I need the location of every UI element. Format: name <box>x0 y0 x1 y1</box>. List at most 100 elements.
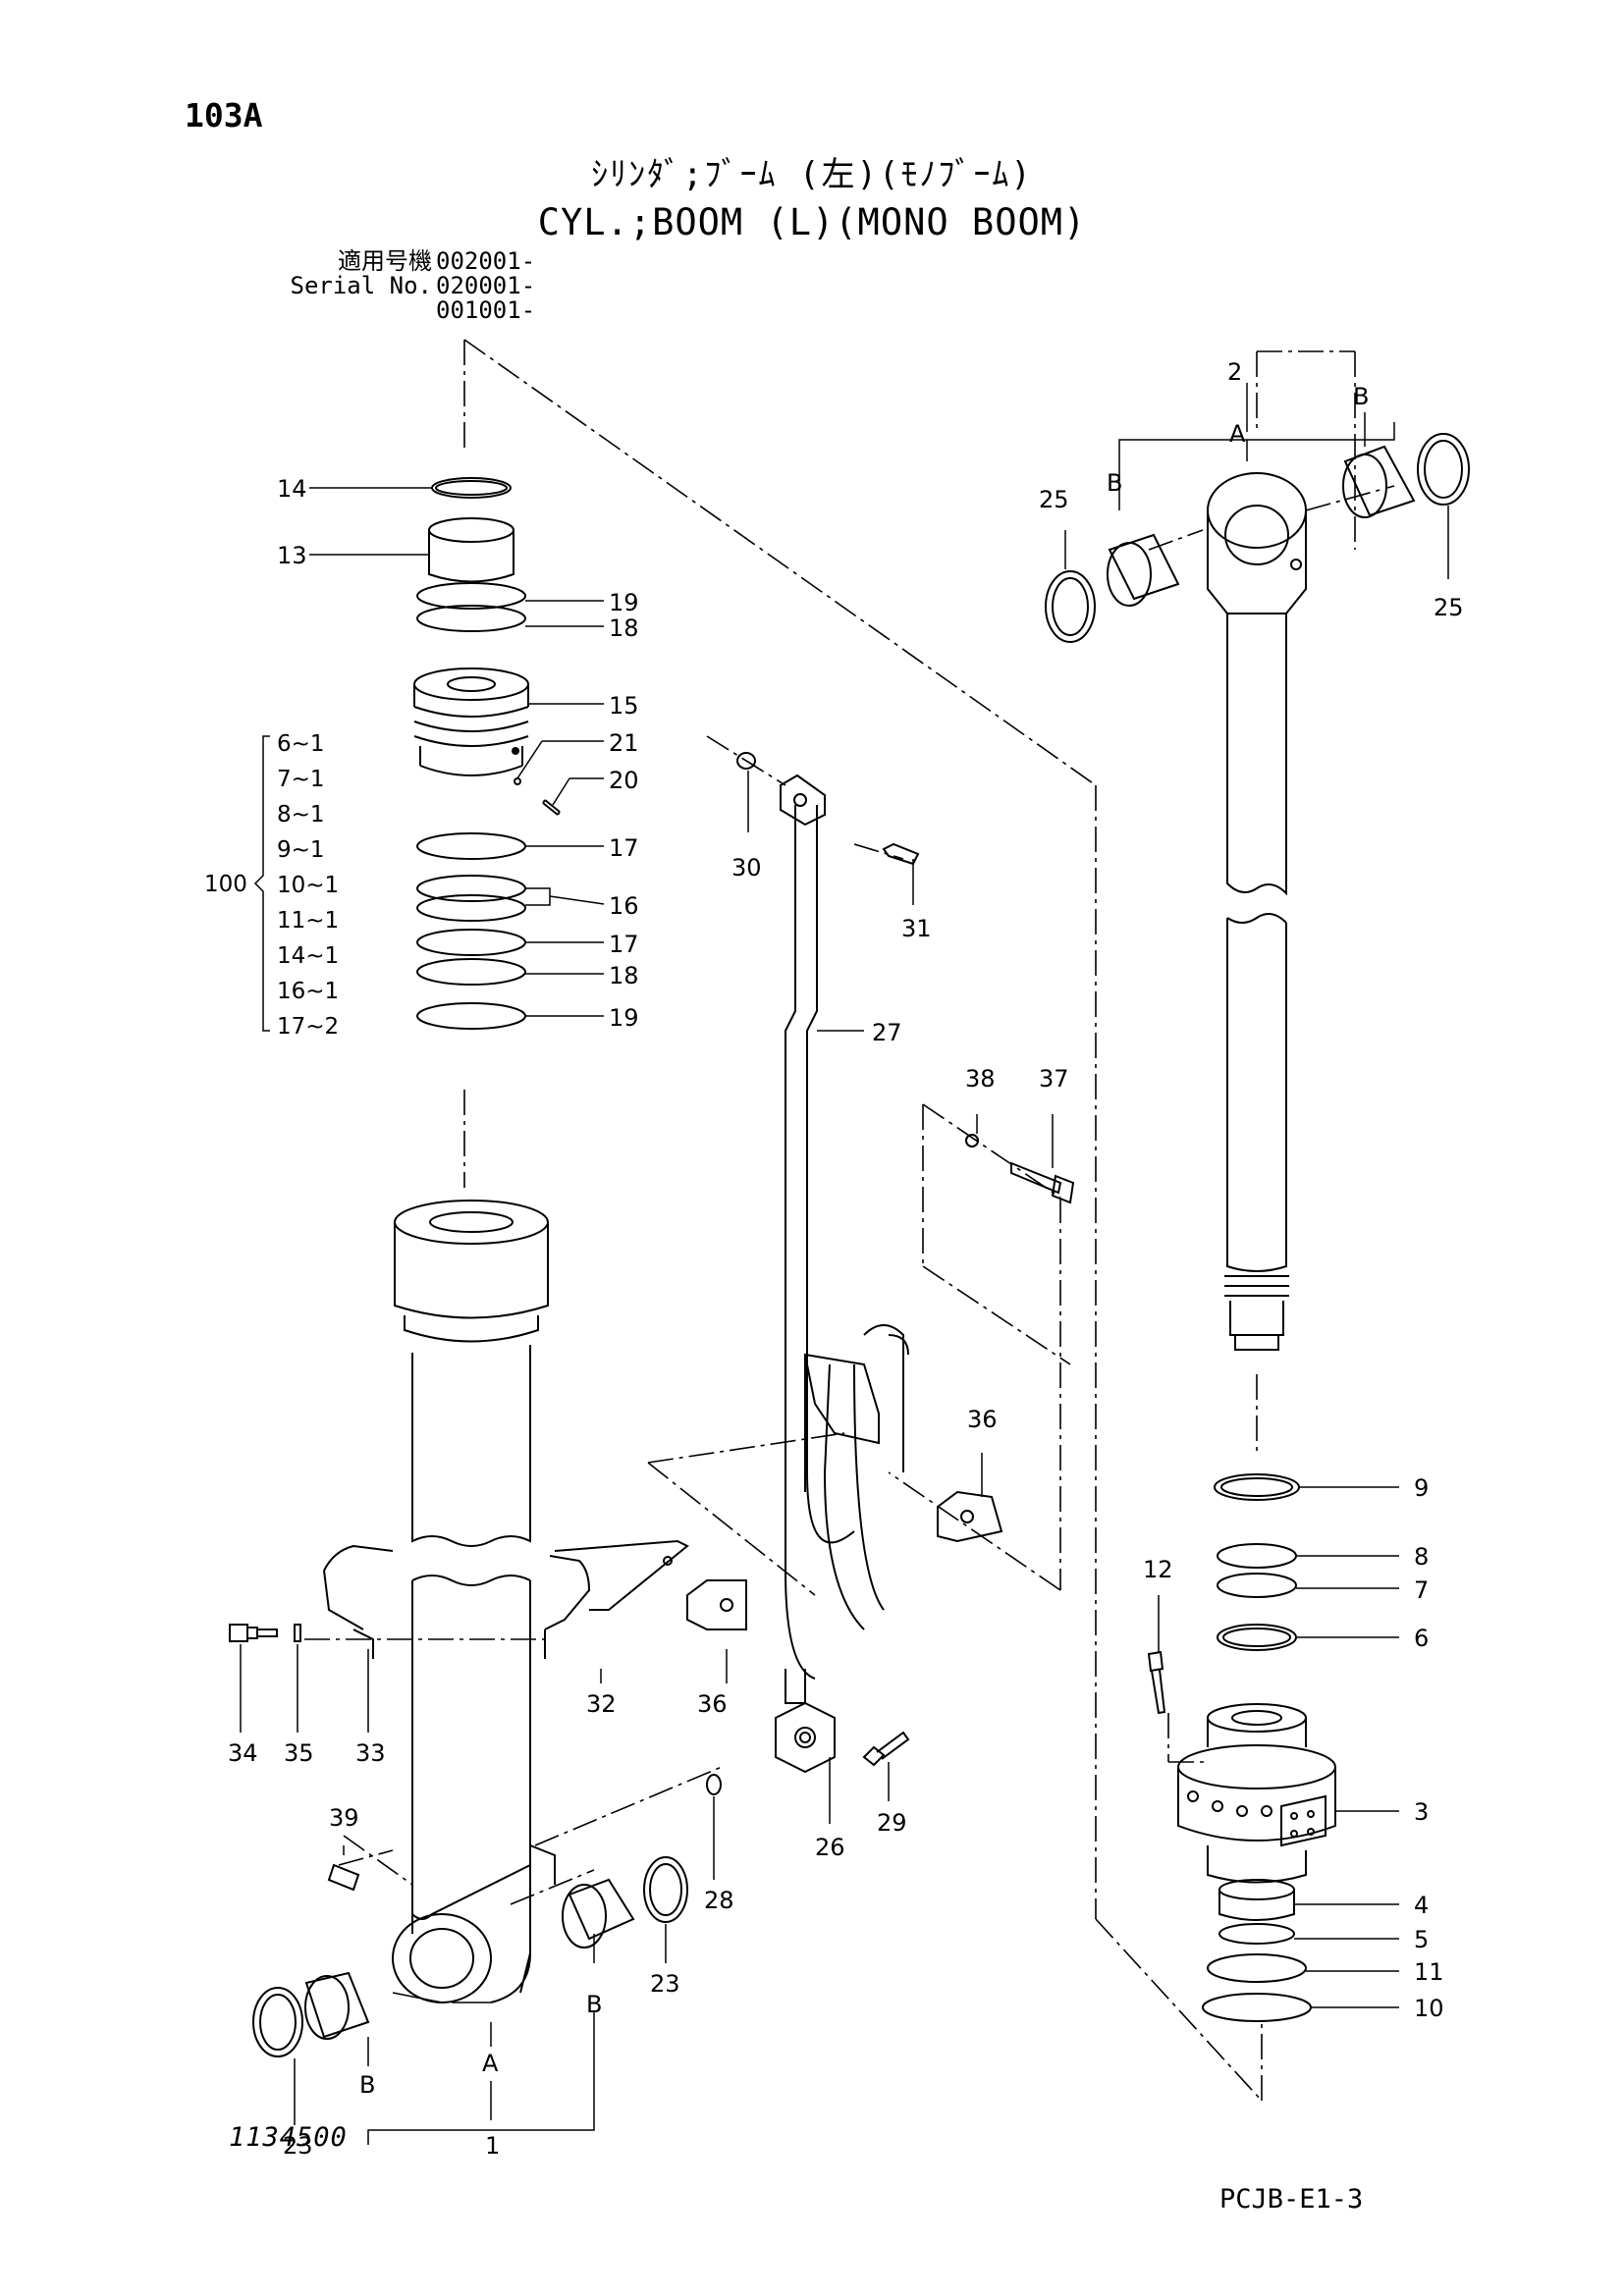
kit-item: 16~1 <box>277 979 340 1004</box>
kit-item: 8~1 <box>277 802 325 828</box>
callout-4: 4 <box>1414 1892 1430 1919</box>
grease-fitting-39 <box>327 1863 360 1892</box>
callout-1: 1 <box>485 2132 501 2160</box>
bushing-right-right <box>1342 445 1416 518</box>
callout-36: 36 <box>967 1406 998 1433</box>
callout-7: 7 <box>1414 1576 1430 1604</box>
kit-item: 14~1 <box>277 943 340 969</box>
serial-number-3: 001001- <box>436 296 536 324</box>
callout-3: 3 <box>1414 1798 1430 1826</box>
page-code: PCJB-E1-3 <box>1219 2184 1364 2215</box>
callout-23: 23 <box>283 2132 313 2160</box>
kit-number-100: 100 <box>204 872 247 897</box>
kit-item: 10~1 <box>277 873 340 898</box>
callout-35: 35 <box>284 1739 314 1767</box>
bushing-left-upper <box>562 1878 635 1949</box>
callout-16: 16 <box>609 892 639 920</box>
clamp-bolt-34 <box>229 1624 278 1642</box>
drawing-number: 1134500 <box>229 2122 348 2153</box>
callout-18: 18 <box>609 614 639 642</box>
callout-b-left: B <box>586 1991 603 2018</box>
page-number: 103A <box>185 96 263 134</box>
callout-18: 18 <box>609 962 639 989</box>
bolt-31 <box>882 842 920 866</box>
seal-23-right <box>643 1856 688 1923</box>
callout-10: 10 <box>1414 1995 1444 2022</box>
callout-15: 15 <box>609 692 639 720</box>
clamp-washer-35 <box>294 1624 301 1642</box>
callout-28: 28 <box>704 1887 734 1914</box>
bolt-12 <box>1147 1650 1166 1715</box>
callout-12: 12 <box>1143 1556 1173 1583</box>
callout-30: 30 <box>731 854 762 881</box>
ring-4 <box>1218 1879 1295 1921</box>
kit-brace <box>253 735 270 1032</box>
bolt-29 <box>862 1731 910 1767</box>
callout-32: 32 <box>586 1690 617 1718</box>
seal-8 <box>1217 1543 1297 1569</box>
kit-item: 17~2 <box>277 1014 340 1040</box>
callout-25: 25 <box>1039 486 1069 513</box>
serial-number-1: 002001- <box>436 247 536 275</box>
bushing-left-lower <box>304 1971 370 2040</box>
callout-a-left: A <box>482 2050 499 2077</box>
callout-39: 39 <box>329 1804 359 1832</box>
clamp-36-lower <box>686 1579 747 1630</box>
callout-34: 34 <box>228 1739 258 1767</box>
callout-b-right: B <box>1353 383 1370 410</box>
washer-38 <box>965 1134 979 1148</box>
piston-rod <box>1207 472 1307 1351</box>
clamp-36-upper <box>937 1490 1003 1543</box>
callout-20: 20 <box>609 767 639 794</box>
seal-7 <box>1217 1573 1297 1598</box>
callout-23: 23 <box>650 1970 680 1998</box>
seal-23-left <box>252 1987 303 2057</box>
bushing-right-left <box>1107 533 1180 607</box>
callout-38: 38 <box>965 1065 996 1093</box>
ring-11 <box>1207 1953 1307 1983</box>
callout-9: 9 <box>1414 1474 1430 1502</box>
title-japanese: ｼﾘﾝﾀﾞ;ﾌﾞｰﾑ (左)(ﾓﾉﾌﾞｰﾑ) <box>591 155 1033 194</box>
cylinder-tube <box>392 1200 556 2003</box>
callout-5: 5 <box>1414 1926 1430 1953</box>
callout-17: 17 <box>609 834 639 862</box>
piston-3 <box>1177 1703 1336 1884</box>
callout-27: 27 <box>872 1019 902 1046</box>
seal-25-left <box>1045 570 1096 643</box>
callout-6: 6 <box>1414 1625 1430 1652</box>
flange-26 <box>775 1701 836 1774</box>
o-ring-30 <box>736 752 756 770</box>
serial-number-2: 020001- <box>436 272 536 299</box>
title-english: CYL.;BOOM (L)(MONO BOOM) <box>537 201 1087 243</box>
leader-lines <box>240 383 1449 2145</box>
cylinder-head-parts <box>413 477 561 1030</box>
callout-14: 14 <box>277 475 307 503</box>
callout-a-right: A <box>1229 420 1246 448</box>
seal-6 <box>1217 1624 1297 1651</box>
callout-11: 11 <box>1414 1958 1444 1986</box>
callout-37: 37 <box>1039 1065 1069 1093</box>
assembly-dashed-lines <box>304 339 1395 2102</box>
callout-26: 26 <box>815 1834 845 1861</box>
seal-25-right <box>1417 433 1470 506</box>
bolt-37 <box>1010 1161 1075 1204</box>
ring-10 <box>1202 1993 1312 2022</box>
kit-item: 9~1 <box>277 837 325 863</box>
seal-9 <box>1214 1473 1300 1501</box>
callout-17: 17 <box>609 931 639 958</box>
serial-label-english: Serial No. <box>290 272 433 299</box>
callout-36: 36 <box>697 1690 728 1718</box>
serial-label-japanese: 適用号機 <box>338 247 432 275</box>
callout-b-left: B <box>359 2071 376 2099</box>
callout-b-right: B <box>1107 469 1123 497</box>
callout-31: 31 <box>901 915 932 942</box>
callout-2: 2 <box>1227 358 1243 386</box>
o-ring-28 <box>706 1774 722 1795</box>
callout-25: 25 <box>1434 594 1464 621</box>
callout-19: 19 <box>609 589 639 616</box>
callout-21: 21 <box>609 729 639 757</box>
callout-33: 33 <box>355 1739 386 1767</box>
kit-item: 7~1 <box>277 767 325 792</box>
